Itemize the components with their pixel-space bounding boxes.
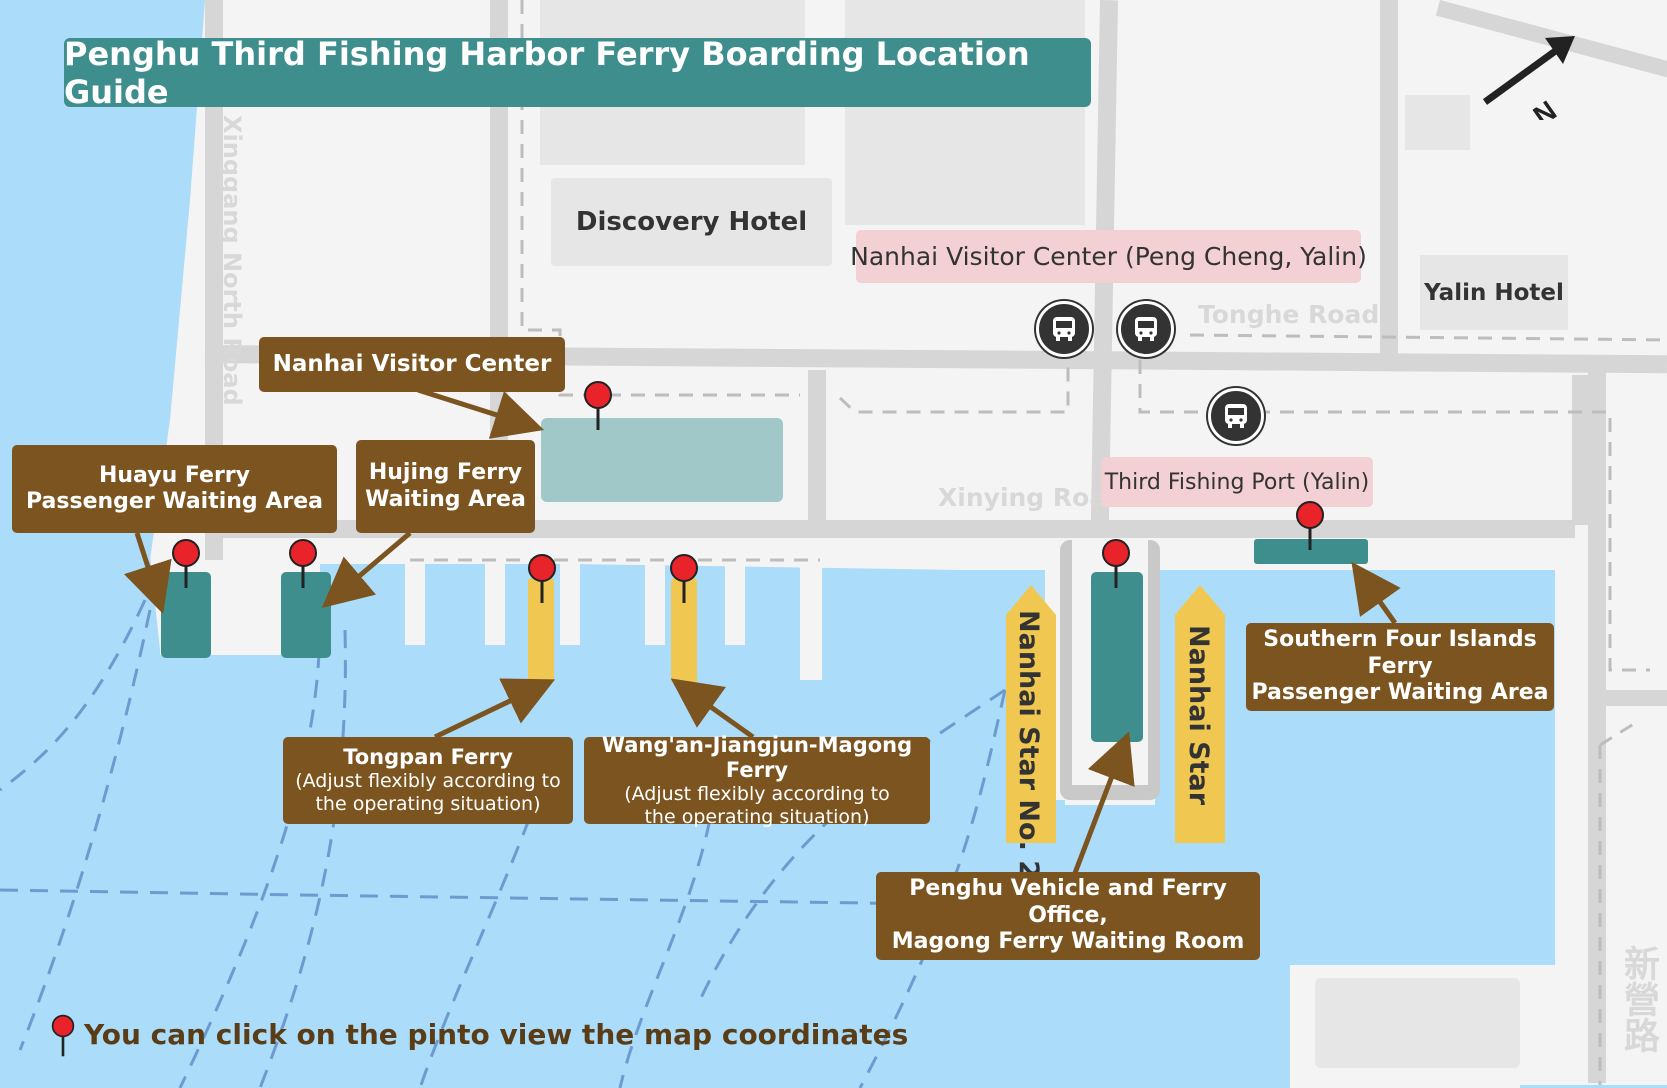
water-west bbox=[0, 0, 205, 560]
callout-southern-four-islands: Southern Four Islands Ferry Passenger Wa… bbox=[1246, 623, 1554, 711]
callout-penghu-office: Penghu Vehicle and Ferry Office, Magong … bbox=[876, 872, 1260, 960]
callout-text: Southern Four Islands Ferry bbox=[1263, 627, 1537, 679]
callout-wangan-ferry: Wang'an-Jiangjun-Magong Ferry (Adjust fl… bbox=[584, 733, 930, 828]
bus-icon[interactable] bbox=[1118, 301, 1174, 357]
map-pin-icon[interactable] bbox=[171, 538, 201, 590]
map-pin-icon[interactable] bbox=[669, 553, 699, 605]
legend-pin-icon bbox=[51, 1014, 75, 1057]
ship-label-nanhai-star-no2: Nanhai Star No. 2 bbox=[1013, 610, 1044, 880]
map-pin-icon[interactable] bbox=[1101, 538, 1131, 590]
callout-text: Penghu Vehicle and Ferry Office, bbox=[909, 876, 1227, 928]
callout-note: (Adjust flexibly according to bbox=[295, 770, 561, 793]
map-pin-icon[interactable] bbox=[1295, 500, 1325, 552]
north-arrow-icon: N bbox=[1482, 36, 1575, 120]
bus-stop-nanhai-visitor-center: Nanhai Visitor Center (Peng Cheng, Yalin… bbox=[850, 230, 1367, 283]
callout-tongpan-ferry: Tongpan Ferry (Adjust flexibly according… bbox=[283, 737, 573, 824]
callout-text: Passenger Waiting Area bbox=[1251, 680, 1549, 706]
callout-note: the operating situation) bbox=[644, 805, 870, 828]
callout-nanhai-visitor-center: Nanhai Visitor Center bbox=[259, 337, 565, 392]
nanhai-visitor-center-building bbox=[541, 418, 783, 502]
road-xinying: Xinying Road bbox=[938, 483, 1125, 512]
callout-note: the operating situation) bbox=[315, 793, 541, 816]
bus-icon[interactable] bbox=[1208, 388, 1264, 444]
discovery-hotel: Discovery Hotel bbox=[551, 178, 832, 266]
callout-title: Wang'an-Jiangjun-Magong Ferry bbox=[601, 732, 913, 782]
callout-text: Hujing Ferry bbox=[368, 460, 523, 486]
callout-title: Tongpan Ferry bbox=[343, 745, 513, 770]
map-pin-icon[interactable] bbox=[288, 538, 318, 590]
road-xinggang-north: Xinggang North Road bbox=[218, 115, 246, 406]
callout-text: Magong Ferry Waiting Room bbox=[891, 929, 1245, 955]
bus-icon[interactable] bbox=[1036, 301, 1092, 357]
callout-text: Waiting Area bbox=[365, 486, 526, 512]
road-xinying-chinese: 新營路 bbox=[1618, 945, 1659, 1053]
svg-text:N: N bbox=[1528, 95, 1562, 120]
ship-nanhai-star-no2 bbox=[1006, 585, 1056, 843]
map-title: Penghu Third Fishing Harbor Ferry Boardi… bbox=[64, 35, 1091, 111]
callout-huayu-ferry: Huayu Ferry Passenger Waiting Area bbox=[12, 445, 337, 533]
callout-text: Nanhai Visitor Center bbox=[272, 350, 552, 377]
map-pin-icon[interactable] bbox=[527, 553, 557, 605]
map-pin-icon[interactable] bbox=[583, 380, 613, 432]
callout-note: (Adjust flexibly according to bbox=[624, 782, 890, 805]
legend-text: You can click on the pinto view the map … bbox=[84, 1018, 909, 1051]
road-tonghe: Tonghe Road bbox=[1198, 300, 1380, 329]
magong-boarding-area bbox=[1091, 572, 1143, 742]
callout-text: Passenger Waiting Area bbox=[26, 489, 323, 514]
bus-stop-third-fishing-port: Third Fishing Port (Yalin) bbox=[1101, 457, 1373, 507]
callout-hujing-ferry: Hujing Ferry Waiting Area bbox=[356, 440, 535, 533]
callout-text: Huayu Ferry bbox=[98, 462, 250, 488]
yalin-hotel: Yalin Hotel bbox=[1421, 255, 1567, 330]
ship-label-nanhai-star: Nanhai Star bbox=[1183, 625, 1214, 806]
ship-nanhai-star bbox=[1175, 585, 1225, 843]
